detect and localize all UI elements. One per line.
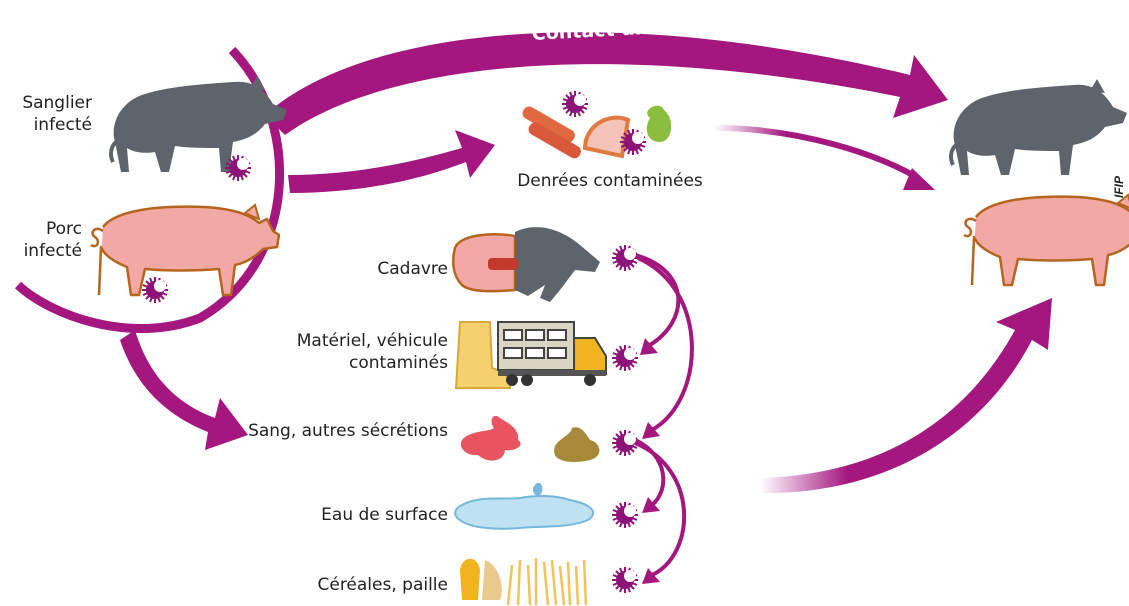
virus-icon <box>561 90 589 118</box>
arrow-to-food <box>288 130 495 193</box>
infected-pig <box>89 203 281 297</box>
infected-wild-boar <box>109 74 289 174</box>
vector-label: Céréales, paille <box>317 575 448 595</box>
vector-label: Matériel, véhicule contaminés <box>296 331 448 373</box>
virus-icon <box>611 244 639 272</box>
puddle-icon <box>454 494 595 530</box>
virus-icon <box>141 276 169 304</box>
arrow-vectors-to-pig <box>760 298 1052 494</box>
grain-straw-icon <box>460 558 588 606</box>
virus-icon <box>611 429 639 457</box>
credit-label: IFIP <box>1112 175 1127 199</box>
vector-label: Eau de surface <box>321 505 448 525</box>
food-label: Denrées contaminées <box>517 171 703 191</box>
pig-label: Porc infecté <box>23 219 82 261</box>
arrow-to-vectors <box>120 330 248 450</box>
vector-label: Cadavre <box>377 259 448 279</box>
virus-icon <box>611 344 639 372</box>
carcass-icon <box>452 227 600 302</box>
virus-icon <box>611 566 639 594</box>
virus-icon <box>611 501 639 529</box>
boot-truck-icon <box>454 321 607 389</box>
vector-chain-arrows <box>634 253 694 577</box>
contact-direct-arrow <box>265 32 948 135</box>
target-pig <box>962 193 1129 287</box>
contaminated-food-icons <box>522 105 672 159</box>
wild-boar-label: Sanglier infecté <box>22 93 92 135</box>
arrow-food-to-pig <box>714 125 920 181</box>
vector-label: Sang, autres sécrétions <box>248 421 448 441</box>
blood-secretion-icons <box>460 415 600 463</box>
target-wild-boar <box>949 77 1129 177</box>
